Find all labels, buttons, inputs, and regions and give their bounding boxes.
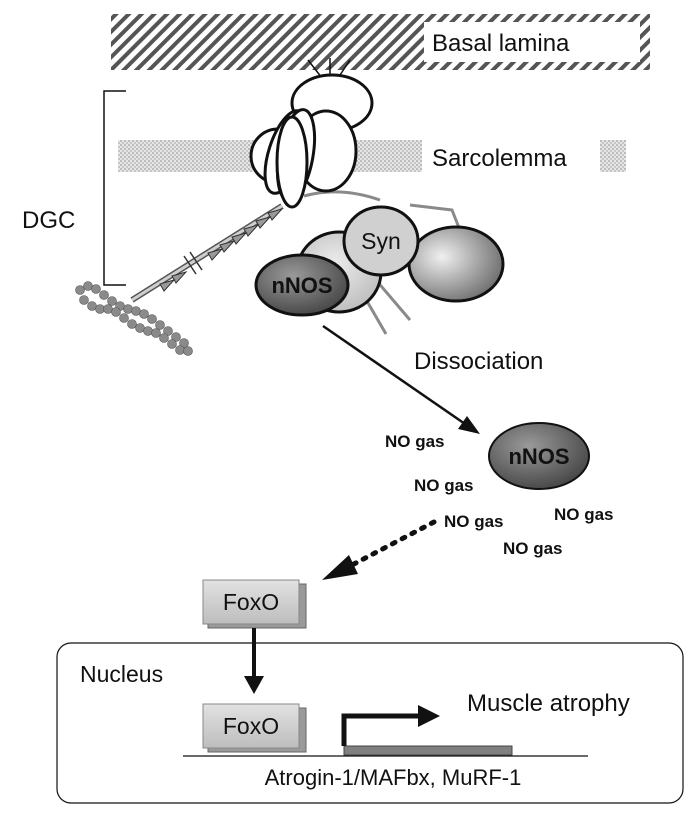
no-gas-label: NO gas [444, 512, 504, 531]
dissociation-arrow: Dissociation [322, 324, 543, 434]
nnos-syntrophin-complex: Syn nNOS [254, 205, 505, 335]
nnos-free: nNOS [488, 422, 590, 490]
promoter-bar [343, 745, 513, 756]
no-gas-label: NO gas [554, 505, 614, 524]
sarcolemma-label: Sarcolemma [432, 145, 567, 172]
dotted-arrow [322, 519, 437, 580]
sarcolemma: Sarcolemma [118, 140, 626, 172]
nnos-free-label: nNOS [508, 444, 569, 469]
dystrophin-chain [130, 203, 284, 303]
transcription-arrow [341, 705, 440, 746]
target-genes-label: Atrogin-1/MAFbx, MuRF-1 [265, 765, 522, 790]
dgc-bracket: DGC [22, 90, 126, 286]
dissociation-label: Dissociation [414, 348, 543, 375]
dgc-label: DGC [22, 207, 75, 234]
syntrophin-oval [342, 205, 420, 277]
nucleus: Nucleus FoxO Muscle atrophy Atrogin-1/MA… [56, 642, 684, 804]
no-gas-label: NO gas [503, 539, 563, 558]
foxo-nucleus: FoxO [202, 703, 307, 753]
syn-label: Syn [361, 228, 401, 254]
foxo-cytoplasm: FoxO [202, 579, 307, 629]
muscle-atrophy-label: Muscle atrophy [467, 690, 630, 717]
foxo-nucleus-label: FoxO [223, 713, 279, 739]
nnos-bound-oval [254, 253, 350, 317]
foxo-cytoplasm-label: FoxO [223, 589, 279, 615]
basal-lamina: Basal lamina [111, 14, 650, 70]
nucleus-label: Nucleus [80, 661, 163, 687]
dystrobrevin-oval [407, 225, 505, 303]
no-gas-labels: NO gas NO gas NO gas NO gas NO gas [385, 432, 614, 558]
nuclear-import-arrow [244, 628, 264, 694]
nnos-bound-label: nNOS [271, 273, 332, 298]
no-gas-label: NO gas [414, 476, 474, 495]
no-gas-label: NO gas [385, 432, 445, 451]
basal-lamina-label: Basal lamina [432, 30, 570, 57]
actin-filament [75, 281, 193, 356]
dgc-complex [249, 58, 465, 239]
